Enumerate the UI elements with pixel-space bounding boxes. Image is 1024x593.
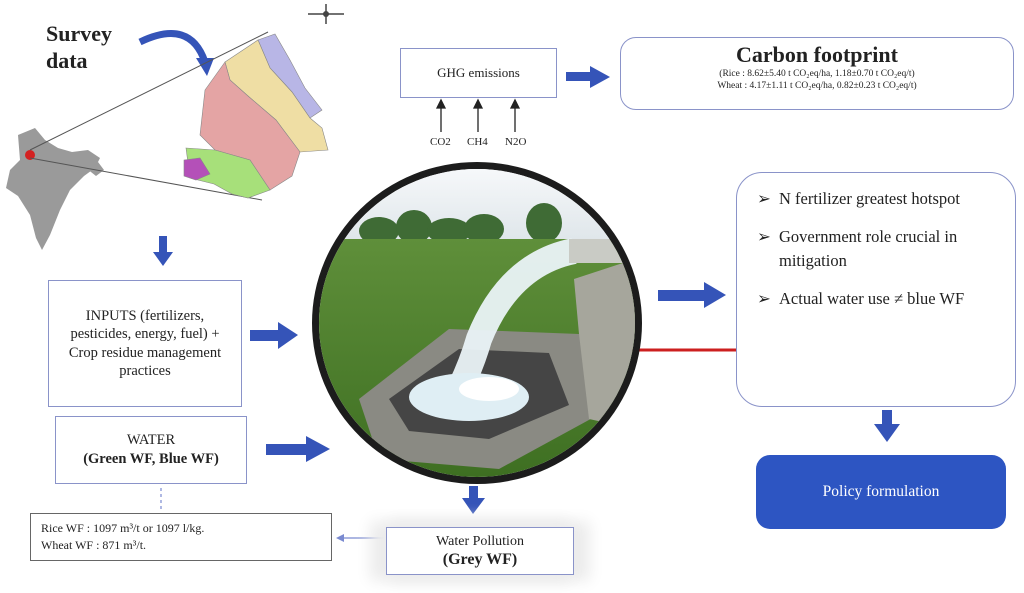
ghg-emissions-box: GHG emissions (400, 48, 557, 98)
finding-text: Actual water use ≠ blue WF (779, 289, 965, 308)
n2o-label: N2O (505, 136, 527, 148)
arrowhead-bullet-icon: ➢ (757, 227, 771, 246)
compass-icon (308, 4, 344, 24)
co2-label: CO2 (430, 136, 451, 148)
punjab-map-region-pink (199, 61, 301, 191)
water-footprint-values-box: Rice WF : 1097 m³/t or 1097 l/kg. Wheat … (30, 513, 332, 561)
curved-arrow-head-icon (196, 58, 214, 76)
punjab-map-region-purple (183, 157, 211, 181)
down-arrow-icon (462, 498, 485, 514)
down-arrow-icon (874, 424, 900, 442)
india-map (6, 128, 100, 250)
finding-text: Government role crucial in mitigation (779, 227, 958, 270)
survey-data-label: Survey data (46, 21, 112, 73)
down-arrow-icon (153, 252, 173, 266)
punjab-map-region-green (185, 147, 271, 199)
curved-arrow-icon (138, 30, 209, 64)
punjab-marker (25, 150, 35, 160)
water-subtitle: (Green WF, Blue WF) (83, 451, 219, 467)
ch4-label: CH4 (467, 136, 488, 148)
inputs-box: INPUTS (fertilizers, pesticides, energy,… (48, 280, 242, 407)
water-title: WATER (126, 432, 176, 448)
finding-text: N fertilizer greatest hotspot (779, 189, 960, 208)
findings-box: ➢ N fertilizer greatest hotspot ➢ Govern… (736, 172, 1016, 407)
irrigation-photo (312, 162, 642, 484)
right-arrow-icon (590, 66, 610, 88)
carbon-footprint-rice: (Rice : 8.62±5.40 t CO₂eq/ha, 1.18±0.70 … (719, 69, 915, 79)
carbon-footprint-box: Carbon footprint (Rice : 8.62±5.40 t CO₂… (620, 37, 1014, 110)
policy-formulation-label: Policy formulation (822, 483, 940, 500)
water-box: WATER (Green WF, Blue WF) (55, 416, 247, 484)
rice-wf-value: Rice WF : 1097 m³/t or 1097 l/kg. (41, 521, 205, 535)
finding-item: ➢ N fertilizer greatest hotspot (757, 187, 1001, 211)
finding-item: ➢ Government role crucial in mitigation (757, 225, 1001, 273)
arrowhead-bullet-icon: ➢ (757, 189, 771, 208)
wheat-wf-value: Wheat WF : 871 m³/t. (41, 538, 147, 552)
grey-wf-box: Water Pollution (Grey WF) (386, 527, 574, 575)
ghg-emissions-label: GHG emissions (437, 65, 520, 80)
grey-wf-subtitle: (Grey WF) (442, 551, 518, 568)
policy-formulation-box: Policy formulation (756, 455, 1006, 529)
inputs-label: INPUTS (fertilizers, pesticides, energy,… (68, 307, 222, 380)
right-arrow-icon (306, 436, 330, 462)
right-arrow-icon (704, 282, 726, 308)
right-arrow-icon (278, 322, 298, 349)
carbon-footprint-title: Carbon footprint (736, 42, 898, 67)
grey-wf-title: Water Pollution (436, 534, 524, 549)
finding-item: ➢ Actual water use ≠ blue WF (757, 287, 1001, 311)
arrowhead-bullet-icon: ➢ (757, 289, 771, 308)
carbon-footprint-wheat: Wheat : 4.17±1.11 t CO₂eq/ha, 0.82±0.23 … (717, 81, 917, 91)
